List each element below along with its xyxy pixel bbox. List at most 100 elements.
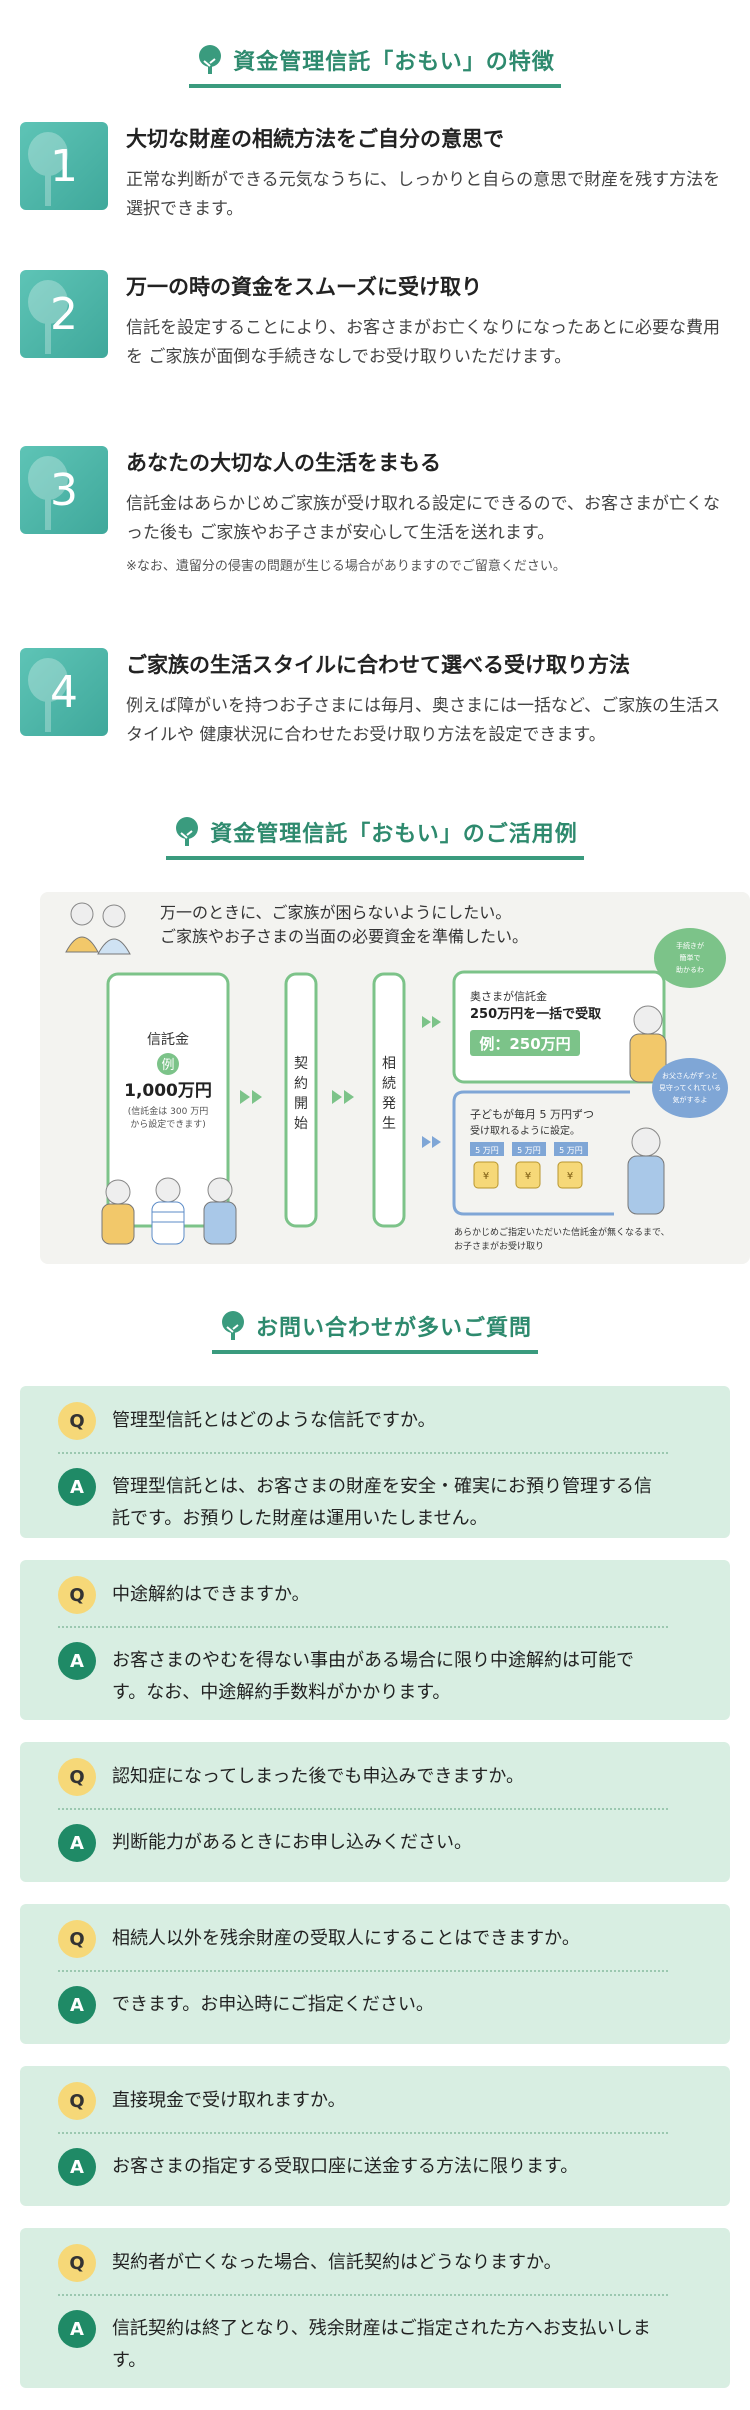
trust-note-2: から設定できます) — [130, 1118, 206, 1130]
feature-description: 信託を設定することにより、お客さまがお亡くなりになったあとに必要な費用を ご家族… — [126, 317, 720, 368]
wife-example-amount: 例：250万円 — [479, 1035, 570, 1053]
feature-title: ご家族の生活スタイルに合わせて選べる受け取り方法 — [126, 653, 630, 677]
footnote-line-1: あらかじめご指定いただいた信託金が無くなるまで、 — [454, 1226, 670, 1238]
example-heading: 資金管理信託「おもい」のご活用例 — [0, 816, 750, 860]
step-contract-char: 契 — [294, 1056, 308, 1072]
example-heading-text: 資金管理信託「おもい」のご活用例 — [210, 822, 578, 847]
feature-number-box: 4 — [20, 648, 108, 736]
tree-icon — [199, 45, 222, 74]
coin-mark: ¥ — [525, 1171, 531, 1182]
step-inheritance-char: 続 — [382, 1075, 396, 1092]
step-contract-char: 始 — [294, 1116, 308, 1132]
wife-illustration — [629, 1005, 667, 1083]
feature-number-box: 2 — [20, 270, 108, 358]
elderly-couple-icon — [65, 902, 131, 955]
feature-title: 大切な財産の相続方法をご自分の意思で — [126, 127, 504, 151]
answer-text: お客さまのやむを得ない事由がある場合に限り中途解約は可能です。なお、中途解約手数… — [112, 1650, 634, 1703]
feature-note: ※なお、遺留分の侵害の問題が生じる場合がありますのでご留意ください。 — [126, 559, 566, 574]
answer-badge: A — [58, 1642, 96, 1680]
divider — [58, 1452, 668, 1454]
faq-item: Q 管理型信託とはどのような信託ですか。 A 管理型信託とは、お客さまの財産を安… — [20, 1386, 730, 1538]
answer-text: 判断能力があるときにお申し込みください。 — [112, 1832, 472, 1853]
feature-item: 3 あなたの大切な人の生活をまもる 信託金はあらかじめご家族が受け取れる設定にで… — [20, 446, 730, 574]
wife-bubble-line: 簡単で — [680, 953, 701, 962]
question-badge: Q — [58, 1576, 96, 1614]
monthly-tag: 5 万円 — [517, 1146, 541, 1155]
intro-line-1: 万一のときに、ご家族が困らないようにしたい。 — [160, 903, 511, 922]
trust-note-1: (信託金は 300 万円 — [128, 1105, 208, 1117]
feature-number: 3 — [50, 464, 78, 516]
feature-number: 4 — [50, 666, 78, 718]
question-badge: Q — [58, 1758, 96, 1796]
faq-item: Q 相続人以外を残余財産の受取人にすることはできますか。 A できます。お申込時… — [20, 1904, 730, 2044]
footnote-line-2: お子さまがお受け取り — [454, 1240, 544, 1252]
intro-line-2: ご家族やお子さまの当面の必要資金を準備したい。 — [160, 927, 528, 946]
feature-description: 信託金はあらかじめご家族が受け取れる設定にできるので、お客さまが亡くなった後も … — [126, 493, 720, 544]
child-bubble-line: 見守ってくれている — [659, 1083, 721, 1092]
question-text: 相続人以外を残余財産の受取人にすることはできますか。 — [112, 1928, 580, 1949]
child-line-1: 子どもが毎月 5 万円ずつ — [470, 1107, 594, 1121]
step-contract-char: 開 — [294, 1096, 308, 1112]
faq-item: Q 中途解約はできますか。 A お客さまのやむを得ない事由がある場合に限り中途解… — [20, 1560, 730, 1720]
question-badge: Q — [58, 2244, 96, 2282]
family-illustration — [101, 1177, 237, 1245]
trust-label: 信託金 — [147, 1032, 189, 1048]
feature-description: 例えば障がいを持つお子さまには毎月、奥さまには一括など、ご家族の生活スタイルや … — [126, 695, 721, 746]
coin-stack-icon — [473, 1161, 583, 1189]
child-bubble-line: 気がするよ — [673, 1095, 708, 1104]
usage-example-figure: 万一のときに、ご家族が困らないようにしたい。 ご家族やお子さまの当面の必要資金を… — [40, 892, 750, 1264]
question-text: 管理型信託とはどのような信託ですか。 — [112, 1410, 436, 1431]
question-badge: Q — [58, 2082, 96, 2120]
feature-title: あなたの大切な人の生活をまもる — [126, 451, 441, 475]
feature-number: 2 — [50, 288, 78, 340]
feature-number-box: 1 — [20, 122, 108, 210]
question-badge: Q — [58, 1920, 96, 1958]
trust-amount: 1,000万円 — [124, 1081, 212, 1101]
question-text: 中途解約はできますか。 — [112, 1584, 310, 1605]
feature-item: 2 万一の時の資金をスムーズに受け取り 信託を設定することにより、お客さまがお亡… — [20, 270, 730, 373]
wife-line-2: 250万円を一括で受取 — [470, 1006, 602, 1022]
faq-item: Q 直接現金で受け取れますか。 A お客さまの指定する受取口座に送金する方法に限… — [20, 2066, 730, 2206]
feature-item: 1 大切な財産の相続方法をご自分の意思で 正常な判断ができる元気なうちに、しっか… — [20, 122, 730, 225]
divider — [58, 2294, 668, 2296]
monthly-tag: 5 万円 — [559, 1146, 583, 1155]
answer-badge: A — [58, 1986, 96, 2024]
step-inheritance-char: 相 — [382, 1056, 396, 1072]
question-text: 契約者が亡くなった場合、信託契約はどうなりますか。 — [112, 2252, 562, 2273]
feature-description: 正常な判断ができる元気なうちに、しっかりと自らの意思で財産を残す方法を選択できま… — [126, 169, 721, 220]
tree-icon — [28, 658, 68, 732]
divider — [58, 1970, 668, 1972]
answer-badge: A — [58, 1468, 96, 1506]
tree-icon — [28, 280, 68, 354]
coin-mark: ¥ — [483, 1171, 489, 1182]
answer-badge: A — [58, 2148, 96, 2186]
tree-icon — [221, 1311, 244, 1340]
question-badge: Q — [58, 1402, 96, 1440]
answer-text: 管理型信託とは、お客さまの財産を安全・確実にお預り管理する信託です。お預りした財… — [112, 1476, 652, 1529]
faq-item: Q 認知症になってしまった後でも申込みできますか。 A 判断能力があるときにお申… — [20, 1742, 730, 1882]
feature-item: 4 ご家族の生活スタイルに合わせて選べる受け取り方法 例えば障がいを持つお子さま… — [20, 648, 730, 751]
tree-icon — [176, 817, 199, 846]
feature-title: 万一の時の資金をスムーズに受け取り — [126, 275, 482, 299]
monthly-tag: 5 万円 — [475, 1146, 499, 1155]
child-bubble-line: お父さんがずっと — [662, 1071, 718, 1080]
divider — [58, 1808, 668, 1810]
answer-text: できます。お申込時にご指定ください。 — [112, 1994, 434, 2015]
wife-bubble-line: 手続きが — [676, 941, 704, 950]
step-inheritance-char: 生 — [382, 1116, 396, 1132]
step-inheritance-char: 発 — [382, 1096, 396, 1112]
feature-number-box: 3 — [20, 446, 108, 534]
tree-icon — [28, 456, 68, 530]
faq-heading-text: お問い合わせが多いご質問 — [255, 1316, 532, 1341]
question-text: 直接現金で受け取れますか。 — [112, 2090, 346, 2111]
child-illustration — [627, 1127, 665, 1215]
answer-badge: A — [58, 1824, 96, 1862]
divider — [58, 1626, 668, 1628]
wife-bubble-line: 助かるわ — [676, 965, 704, 974]
features-heading: 資金管理信託「おもい」の特徴 — [0, 44, 750, 88]
tree-icon — [28, 132, 68, 206]
coin-mark: ¥ — [567, 1171, 573, 1182]
faq-list: Q 管理型信託とはどのような信託ですか。 A 管理型信託とは、お客さまの財産を安… — [0, 1386, 750, 2410]
answer-text: お客さまの指定する受取口座に送金する方法に限ります。 — [112, 2156, 579, 2177]
